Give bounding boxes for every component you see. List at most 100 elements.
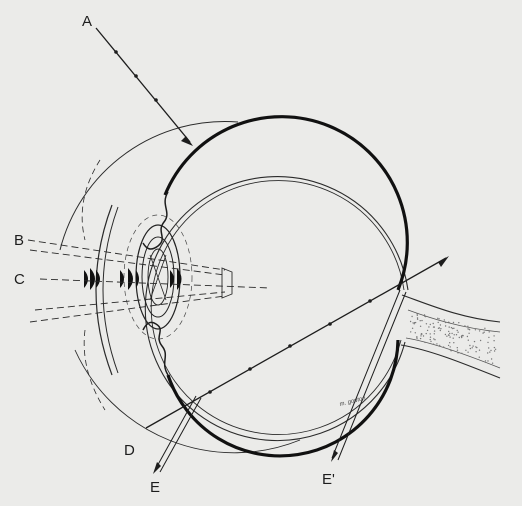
stipple-dot xyxy=(488,337,489,338)
stipple-dot xyxy=(440,330,441,331)
stipple-dot xyxy=(448,331,449,332)
stipple-dot xyxy=(449,336,450,337)
stipple-dot xyxy=(484,328,485,329)
stipple-dot xyxy=(426,333,427,334)
stipple-dot xyxy=(420,320,421,321)
stipple-dot xyxy=(456,334,457,335)
stipple-dot xyxy=(457,350,458,351)
stipple-dot xyxy=(464,325,465,326)
stipple-dot xyxy=(457,330,458,331)
stipple-dot xyxy=(487,360,488,361)
stipple-dot xyxy=(428,326,429,327)
stipple-dot xyxy=(480,340,481,341)
label-e-prime: E' xyxy=(322,471,335,488)
stipple-dot xyxy=(452,328,453,329)
stipple-dot xyxy=(467,326,468,327)
stipple-dot xyxy=(430,333,431,334)
label-c: C xyxy=(14,271,25,288)
stipple-dot xyxy=(482,332,483,333)
stipple-dot xyxy=(439,345,440,346)
stipple-dot xyxy=(467,336,468,337)
stipple-dot xyxy=(448,345,449,346)
stipple-dot xyxy=(440,328,441,329)
stipple-dot xyxy=(427,330,428,331)
stipple-dot xyxy=(491,358,492,359)
stipple-dot xyxy=(410,321,411,322)
stipple-dot xyxy=(445,322,446,323)
ray-d-dot-5 xyxy=(368,299,372,303)
stipple-dot xyxy=(457,332,458,333)
label-a: A xyxy=(82,13,92,30)
stipple-dot xyxy=(468,340,469,341)
stipple-dot xyxy=(469,329,470,330)
stipple-dot xyxy=(445,325,446,326)
stipple-dot xyxy=(416,338,417,339)
stipple-dot xyxy=(459,337,460,338)
stipple-dot xyxy=(490,350,491,351)
stipple-dot xyxy=(475,346,476,347)
stipple-dot xyxy=(430,337,431,338)
stipple-dot xyxy=(462,335,463,336)
stipple-dot xyxy=(430,341,431,342)
stipple-dot xyxy=(468,333,469,334)
ray-a-dot-1 xyxy=(114,50,118,54)
stipple-dot xyxy=(433,344,434,345)
stipple-dot xyxy=(438,318,439,319)
stipple-dot xyxy=(434,326,435,327)
stipple-dot xyxy=(479,330,480,331)
stipple-dot xyxy=(472,347,473,348)
ray-d-dot-1 xyxy=(208,390,212,394)
stipple-dot xyxy=(416,336,417,337)
stipple-dot xyxy=(454,334,455,335)
stipple-dot xyxy=(426,323,427,324)
stipple-dot xyxy=(461,337,462,338)
stipple-dot xyxy=(487,352,488,353)
stipple-dot xyxy=(421,320,422,321)
stipple-dot xyxy=(467,352,468,353)
stipple-dot xyxy=(457,352,458,353)
ray-a-dot-3 xyxy=(154,98,158,102)
stipple-dot xyxy=(450,346,451,347)
label-e: E xyxy=(150,479,160,496)
ray-d-dot-4 xyxy=(328,322,332,326)
stipple-dot xyxy=(420,338,421,339)
stipple-dot xyxy=(438,322,439,323)
stipple-dot xyxy=(479,350,480,351)
stipple-dot xyxy=(417,315,418,316)
ray-d-dot-2 xyxy=(248,367,252,371)
stipple-dot xyxy=(469,345,470,346)
stipple-dot xyxy=(451,327,452,328)
stipple-dot xyxy=(411,316,412,317)
stipple-dot xyxy=(449,326,450,327)
stipple-dot xyxy=(433,323,434,324)
stipple-dot xyxy=(449,333,450,334)
stipple-dot xyxy=(445,334,446,335)
stipple-dot xyxy=(489,331,490,332)
stipple-dot xyxy=(453,322,454,323)
stipple-dot xyxy=(495,349,496,350)
stipple-dot xyxy=(453,338,454,339)
stipple-dot xyxy=(420,326,421,327)
stipple-dot xyxy=(423,335,424,336)
stipple-dot xyxy=(440,324,441,325)
stipple-dot xyxy=(417,317,418,318)
stipple-dot xyxy=(494,350,495,351)
stipple-dot xyxy=(458,322,459,323)
stipple-dot xyxy=(488,347,489,348)
stipple-dot xyxy=(475,329,476,330)
stipple-dot xyxy=(448,334,449,335)
stipple-dot xyxy=(493,335,494,336)
stipple-dot xyxy=(434,330,435,331)
stipple-dot xyxy=(467,328,468,329)
stipple-dot xyxy=(448,322,449,323)
stipple-dot xyxy=(417,340,418,341)
stipple-dot xyxy=(410,331,411,332)
ray-d-dot-3 xyxy=(288,344,292,348)
stipple-dot xyxy=(451,333,452,334)
stipple-dot xyxy=(430,324,431,325)
stipple-dot xyxy=(414,322,415,323)
stipple-dot xyxy=(449,342,450,343)
stipple-dot xyxy=(475,351,476,352)
